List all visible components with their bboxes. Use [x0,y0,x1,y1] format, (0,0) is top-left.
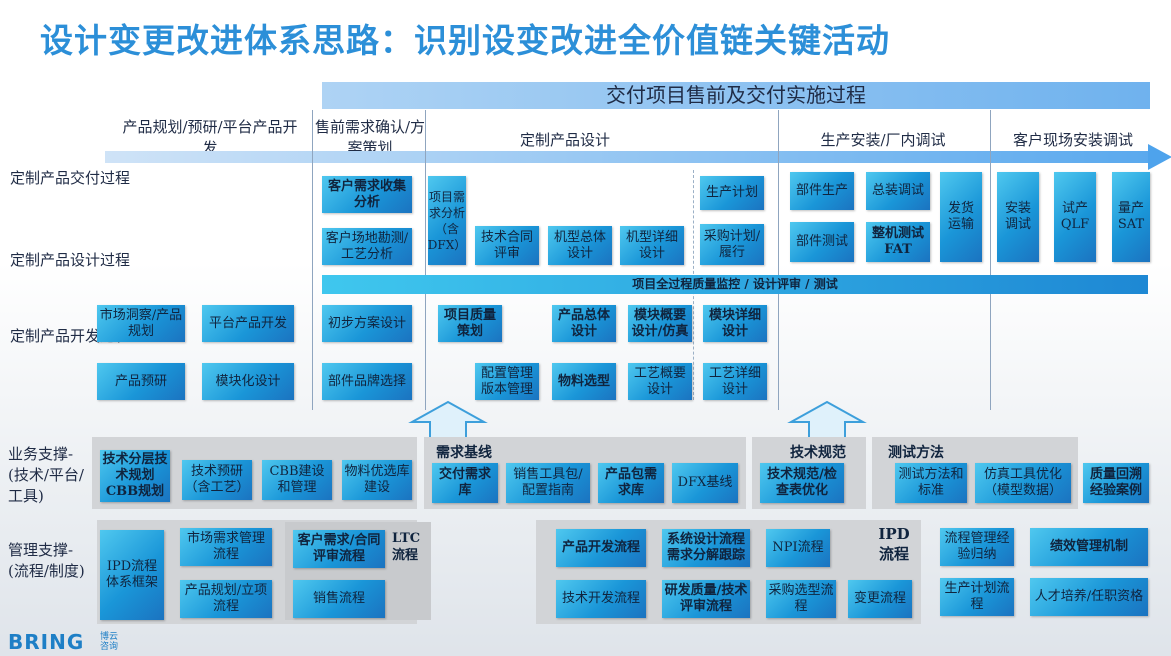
phase-divider [425,110,426,410]
box-machine-test-fat: 整机测试FAT [866,222,930,262]
box-module-detail: 模块详细设计 [703,305,767,342]
up-arrow-icon [787,400,867,439]
box-perf-mgmt: 绩效管理机制 [1030,528,1148,566]
box-process-detail: 工艺详细设计 [703,363,767,400]
box-product-research: 产品预研 [97,363,185,400]
box-customer-contract: 客户需求/合同评审流程 [293,530,385,568]
box-change-flow: 变更流程 [848,580,912,618]
box-quality-case: 质量回溯经验案例 [1083,463,1149,503]
box-ipd-framework: IPD流程体系框架 [100,530,164,620]
box-process-outline: 工艺概要设计 [628,363,692,400]
group-label-ltc: LTC流程 [392,531,421,563]
brand-logo: BRING [8,630,85,654]
box-modular-design: 模块化设计 [202,363,294,400]
brand-logo-sub: 博云咨询 [100,632,119,652]
box-mass-sat: 量产SAT [1112,172,1150,262]
row-label-management: 管理支撑-(流程/制度) [8,541,85,580]
box-product-overall-design: 产品总体设计 [552,305,616,342]
arrow-right-icon [1148,144,1171,170]
box-config-mgmt: 配置管理版本管理 [475,363,539,400]
box-customer-req-analysis: 客户需求收集分析 [322,176,412,213]
group-label-req-baseline: 需求基线 [436,445,492,461]
box-module-outline: 模块概要设计/仿真 [628,305,692,342]
row-label-delivery: 定制产品交付过程 [10,169,131,187]
box-delivery-req-lib: 交付需求库 [432,463,498,503]
box-market-req-flow: 市场需求管理流程 [180,528,272,566]
box-quality-plan: 项目质量策划 [438,305,502,342]
box-sim-tool: 仿真工具优化（模型数据） [975,463,1071,503]
phase-divider [778,110,779,410]
group-label-test-method: 测试方法 [888,445,944,461]
box-prod-plan-flow: 生产计划流程 [940,578,1014,616]
box-site-survey: 客户场地勘测/工艺分析 [322,228,412,265]
quality-monitor-bar: 项目全过程质量监控 / 设计评审 / 测试 [322,275,1148,294]
delivery-process-banner: 交付项目售前及交付实施过程 [322,82,1150,109]
box-npi-flow: NPI流程 [766,529,830,567]
box-cbb-build: CBB建设和管理 [262,460,332,500]
box-preliminary-plan: 初步方案设计 [322,305,412,342]
box-machine-overall-design: 机型总体设计 [548,226,612,265]
box-project-req-analysis: 项目需求分析（含DFX） [428,176,466,265]
box-product-req-lib: 产品包需求库 [598,463,664,503]
phase-divider [312,110,313,410]
box-trial-qlf: 试产QLF [1054,172,1096,262]
box-machine-detail-design: 机型详细设计 [620,226,684,265]
box-part-test: 部件测试 [790,222,854,262]
row-label-design: 定制产品设计过程 [10,251,131,269]
box-material-lib: 物料优选库建设 [342,460,412,500]
row-label-business: 业务支撑-(技术/平台/工具) [8,445,84,505]
box-product-plan-flow: 产品规划/立项流程 [180,580,272,618]
box-talent: 人才培养/任职资格 [1030,578,1148,616]
group-label-ipd: IPD流程 [878,525,910,563]
box-sales-flow: 销售流程 [293,580,385,618]
box-shipping: 发货运输 [940,172,982,262]
process-arrow-bar [105,151,1150,163]
box-platform-dev: 平台产品开发 [202,305,294,342]
box-purchase-flow: 采购选型流程 [766,580,836,618]
box-sales-tool: 销售工具包/配置指南 [506,463,590,503]
box-part-brand: 部件品牌选择 [322,363,412,400]
phase-onsite: 客户现场安装调试 [1012,131,1133,149]
box-flow-mgmt: 流程管理经验归纳 [940,528,1014,566]
phase-custom-design: 定制产品设计 [519,131,610,149]
box-purchase-plan: 采购计划/履行 [700,224,764,265]
box-tech-dev-flow: 技术开发流程 [556,580,646,618]
up-arrow-icon [408,400,488,439]
row-label-development: 定制产品开发过程 [10,327,131,345]
box-install-debug: 安装调试 [997,172,1039,262]
box-contract-review: 技术合同评审 [475,226,539,265]
box-product-dev-flow: 产品开发流程 [556,529,646,567]
box-test-method-std: 测试方法和标准 [895,463,967,503]
box-sys-design-flow: 系统设计流程需求分解跟踪 [662,529,750,567]
group-label-tech-spec: 技术规范 [790,445,846,461]
box-tech-layer: 技术分层技术规划CBB规划 [100,450,170,502]
box-assembly-test: 总装调试 [866,172,930,210]
box-material-selection: 物料选型 [552,363,616,400]
page-title: 设计变更改进体系思路：识别设变改进全价值链关键活动 [40,21,890,60]
box-tech-spec-list: 技术规范/检查表优化 [760,463,844,503]
phase-divider [990,110,991,410]
phase-production: 生产安装/厂内调试 [820,131,946,149]
box-rd-quality-flow: 研发质量/技术评审流程 [662,580,750,618]
box-dfx-baseline: DFX基线 [672,463,738,503]
box-production-plan: 生产计划 [700,176,764,210]
box-tech-research: 技术预研（含工艺） [182,460,252,500]
box-part-production: 部件生产 [790,172,854,210]
box-market-insight: 市场洞察/产品规划 [97,305,185,342]
